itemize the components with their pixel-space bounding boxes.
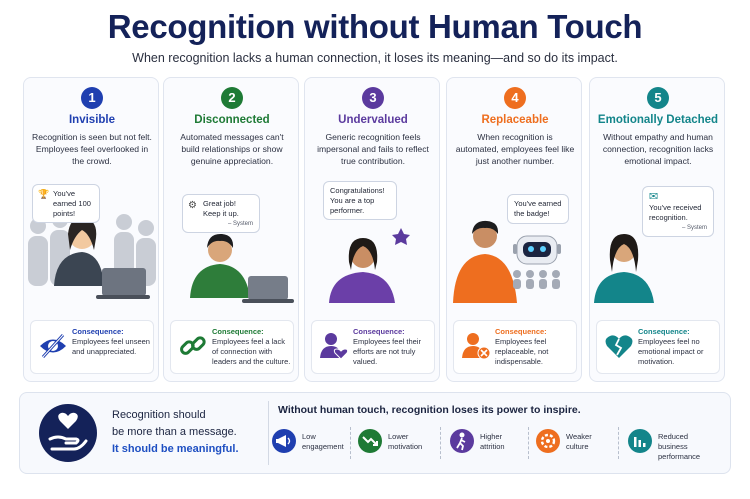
user-heart-icon — [319, 331, 349, 361]
card-title: Disconnected — [194, 114, 270, 126]
gear-group-icon — [536, 429, 560, 453]
bubble-signature: – System — [227, 220, 253, 227]
consequence-box: Consequence: Employees feel a lack of co… — [170, 320, 294, 374]
trend-down-icon — [358, 429, 382, 453]
card-description: Generic recognition feels impersonal and… — [317, 132, 429, 167]
dotted-separator — [618, 427, 619, 459]
consequence-body: Employees feel their efforts are not tru… — [353, 336, 421, 366]
consequence-label: Consequence: — [353, 327, 405, 336]
card-title: Emotionally Detached — [597, 114, 719, 126]
card-description: When recognition is automated, employees… — [455, 132, 575, 167]
consequence-text: Consequence: Employees feel replaceable,… — [495, 327, 575, 367]
consequence-body: Employees feel a lack of connection with… — [212, 336, 291, 366]
trophy-icon: 🏆 — [38, 189, 50, 199]
card-number: 2 — [221, 87, 243, 109]
impact-line-1: Reduced business — [658, 432, 689, 451]
consequence-box: Consequence: Employees feel replaceable,… — [453, 320, 577, 374]
page-subtitle: When recognition lacks a human connectio… — [132, 51, 618, 65]
card-number: 3 — [362, 87, 384, 109]
message-line-1: Recognition should — [112, 409, 206, 421]
scene-crowd-illustration: 🏆 You've earned 100 points! — [24, 178, 160, 313]
bubble-text: You've received recognition. — [649, 203, 702, 222]
card-number: 4 — [504, 87, 526, 109]
impact-line-2: motivation — [388, 441, 423, 451]
man-robot-illustration — [453, 220, 561, 303]
message-line-3: It should be meaningful. — [112, 443, 239, 455]
message-line-2: be more than a message. — [112, 426, 237, 438]
card-description: Without empathy and human connection, re… — [602, 132, 714, 167]
consequence-box: Consequence: Employees feel no emotional… — [596, 320, 720, 374]
impact-line-1: Low — [302, 432, 316, 441]
card-description: Recognition is seen but not felt. Employ… — [32, 132, 152, 167]
consequence-text: Consequence: Employees feel unseen and u… — [72, 327, 152, 357]
consequence-label: Consequence: — [638, 327, 690, 336]
speech-bubble: ✉ You've received recognition. – System — [642, 186, 714, 238]
impact-line-2: engagement — [302, 441, 344, 451]
speech-bubble: Congratulations! You are a top performer… — [323, 181, 397, 221]
consequence-text: Consequence: Employees feel their effort… — [353, 327, 433, 367]
divider — [268, 401, 269, 465]
chart-down-icon — [628, 429, 652, 453]
page-title: Recognition without Human Touch — [107, 8, 643, 45]
bubble-signature: – System — [681, 224, 707, 231]
scene-woman-illustration: Congratulations! You are a top performer… — [305, 178, 441, 313]
card-title: Undervalued — [338, 114, 408, 126]
woman-detached-illustration — [594, 234, 654, 303]
broken-link-icon — [178, 331, 208, 361]
megaphone-icon — [272, 429, 296, 453]
impact-line-2: culture — [566, 441, 589, 451]
bubble-text: Congratulations! You are a top performer… — [330, 186, 385, 215]
dotted-separator — [528, 427, 529, 459]
consequence-text: Consequence: Employees feel a lack of co… — [212, 327, 292, 367]
speech-bubble: 🏆 You've earned 100 points! — [32, 184, 100, 224]
card-invisible: 1 Invisible Recognition is seen but not … — [23, 77, 159, 382]
eye-slash-icon — [38, 331, 68, 361]
consequence-box: Consequence: Employees feel unseen and u… — [30, 320, 154, 374]
bubble-text: You've earned 100 points! — [53, 189, 91, 218]
dotted-separator — [350, 427, 351, 459]
envelope-icon: ✉ — [649, 191, 659, 203]
crowd-illustration — [28, 212, 156, 299]
scene-laptop-illustration: ⚙ Great job! Keep it up. – System — [164, 178, 300, 313]
consequence-body: Employees feel no emotional impact or mo… — [638, 336, 704, 366]
dotted-separator — [440, 427, 441, 459]
person-exit-icon — [450, 429, 474, 453]
man-laptop-illustration — [190, 233, 294, 303]
card-title: Replaceable — [481, 114, 549, 126]
card-undervalued: 3 Undervalued Generic recognition feels … — [304, 77, 440, 382]
user-x-icon — [461, 331, 491, 361]
scene-detached-illustration: ✉ You've received recognition. – System — [590, 178, 726, 313]
impact-heading: Without human touch, recognition loses i… — [278, 404, 581, 416]
card-number: 5 — [647, 87, 669, 109]
consequence-body: Employees feel unseen and unappreciated. — [72, 336, 150, 356]
woman-illustration — [329, 228, 410, 303]
bottom-banner: Recognition should be more than a messag… — [19, 392, 731, 474]
impact-line-2: attrition — [480, 441, 505, 451]
card-number: 1 — [81, 87, 103, 109]
bubble-text: You've earned the badge! — [514, 199, 562, 218]
speech-bubble: ⚙ Great job! Keep it up. – System — [182, 194, 260, 234]
consequence-label: Consequence: — [212, 327, 264, 336]
card-title: Invisible — [68, 114, 116, 126]
consequence-body: Employees feel replaceable, not indispen… — [495, 336, 549, 366]
heart-hand-icon — [38, 403, 98, 463]
scene-robot-illustration: You've earned the badge! — [447, 178, 583, 313]
impact-line-2: performance — [658, 451, 701, 461]
consequence-box: Consequence: Employees feel their effort… — [311, 320, 435, 374]
impact-line-1: Higher — [480, 432, 503, 441]
gear-icon: ⚙ — [188, 200, 197, 211]
broken-heart-icon — [604, 331, 634, 361]
consequence-label: Consequence: — [495, 327, 547, 336]
speech-bubble: You've earned the badge! — [507, 194, 569, 224]
consequence-text: Consequence: Employees feel no emotional… — [638, 327, 718, 367]
card-emotionally-detached: 5 Emotionally Detached Without empathy a… — [589, 77, 725, 382]
card-disconnected: 2 Disconnected Automated messages can't … — [163, 77, 299, 382]
bubble-text: Great job! Keep it up. — [203, 199, 239, 218]
card-description: Automated messages can't build relations… — [180, 132, 284, 167]
impact-line-1: Weaker — [566, 432, 592, 441]
impact-line-1: Lower — [388, 432, 409, 441]
card-replaceable: 4 Replaceable When recognition is automa… — [446, 77, 582, 382]
consequence-label: Consequence: — [72, 327, 124, 336]
